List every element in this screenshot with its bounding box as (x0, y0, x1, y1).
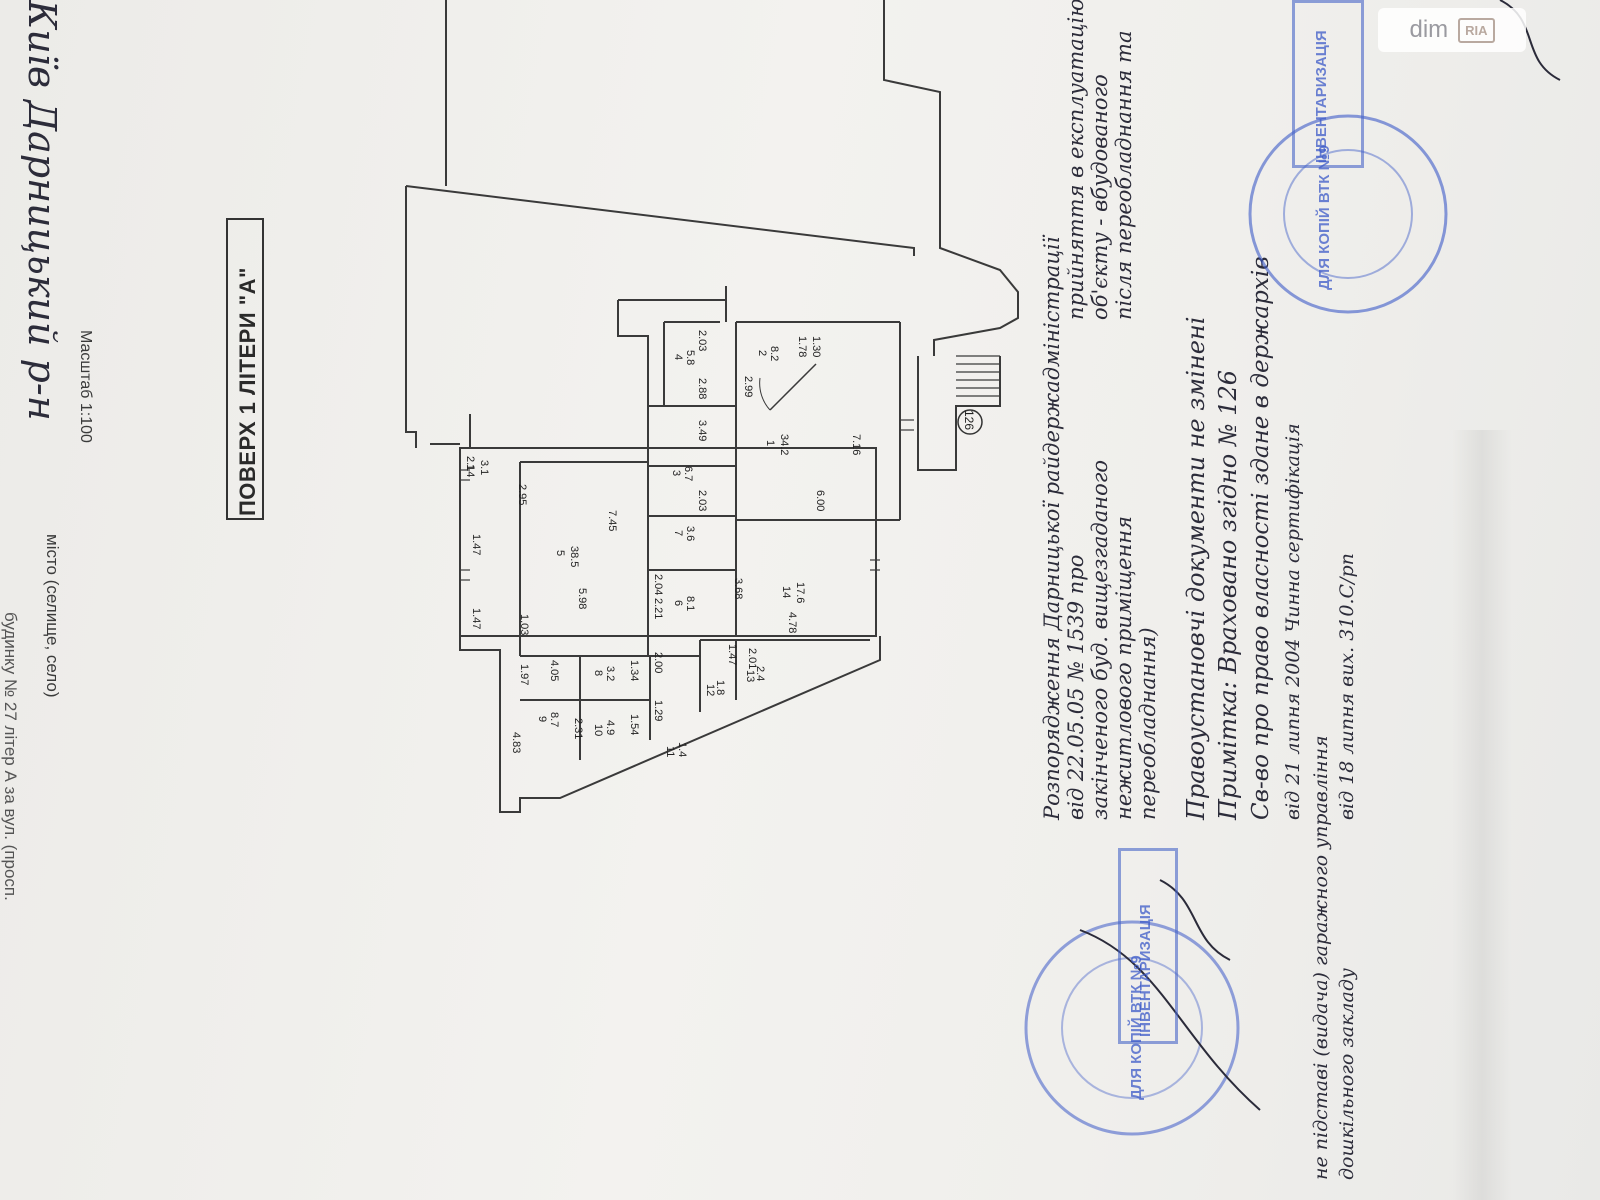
outline-right (883, 0, 1019, 356)
room-3-area: 6.7 (682, 466, 694, 482)
dim-label: 5.98 (576, 588, 588, 610)
watermark-badge: RIA (1458, 17, 1495, 43)
note-line: переобладнання) (1136, 627, 1160, 820)
room-14-num: 14 (780, 586, 792, 599)
room-2-num: 2 (756, 350, 768, 357)
dim-ria-watermark: dim RIA (1378, 8, 1526, 52)
dim-label: 2.03 (696, 330, 708, 352)
room-2-area: 8.2 (768, 346, 780, 362)
note-line: прийняття в експлуатацію (1064, 0, 1088, 320)
wall-main (459, 447, 877, 637)
room-6-num: 6 (672, 600, 684, 607)
dim-label: 7.45 (606, 510, 618, 532)
room-4-area: 5.8 (684, 350, 696, 366)
dim-label: 2.14 (464, 456, 476, 478)
dim-label: 1.30 (810, 336, 822, 358)
note-line: Св-во про право власності здане в держар… (1248, 256, 1274, 820)
dim-label: 1.47 (470, 608, 482, 630)
room-9-area: 8.7 (548, 712, 560, 728)
note-line: після переобладнання та (1112, 30, 1136, 320)
room-10-area: 4.9 (604, 720, 616, 736)
outline-top-left (405, 186, 417, 448)
note-line: нежитлового приміщення (1112, 515, 1136, 820)
dim-label: 2.21 (652, 598, 664, 620)
stamp-left-rect: ІНВЕНТАРИЗАЦІЯ (1118, 848, 1178, 1044)
outline-top (405, 185, 915, 256)
dim-label: 2.04 (652, 574, 664, 596)
room-1-num: 1 (764, 440, 776, 447)
dim-label: 2.00 (652, 652, 664, 674)
room-10-num: 10 (592, 724, 604, 737)
room-3-num: 3 (670, 470, 682, 477)
paper-fold (1452, 430, 1512, 1200)
dim-label: 2.88 (696, 378, 708, 400)
floor-title-box: ПОВЕРХ 1 ЛІТЕРИ "А" (226, 218, 264, 520)
dim-label: 1.29 (652, 700, 664, 722)
room-11-num: 11 (664, 746, 676, 758)
dim-label: 2.31 (572, 718, 584, 740)
note-line: дошкільного закладу (1336, 968, 1358, 1180)
note-line: Розпорядження Дарницької райдержадмініст… (1040, 236, 1064, 820)
room-8-area: 3.2 (604, 666, 616, 682)
note-line: Правоустановчі документи не змінені (1182, 316, 1210, 820)
dim-label: 1.47 (470, 534, 482, 556)
dim-label: 2.99 (742, 376, 754, 398)
room-8-num: 8 (592, 670, 604, 677)
dim-label: 2.95 (516, 484, 528, 506)
dim-label: 2.01 (746, 648, 758, 670)
stamp-right-circle-text: ДЛЯ КОПІЙ ВТК №9 (1316, 145, 1333, 290)
dim-label: 3.68 (732, 578, 744, 600)
wall-lower (459, 636, 881, 813)
dim-label: 1.78 (796, 336, 808, 358)
dim-label: 7.16 (850, 434, 862, 456)
note-line: від 18 липня вих. 310.С/рп (1336, 553, 1358, 820)
room-6-area: 8.1 (684, 596, 696, 612)
room-5-area: 38.5 (568, 546, 580, 568)
stair-marker: 126 (962, 410, 976, 431)
room-11-area: 1.4 (676, 742, 688, 758)
dim-label: 1.54 (628, 714, 640, 736)
watermark-text: dim (1409, 16, 1449, 43)
dim-label: 4.78 (786, 612, 798, 634)
stair-marker-circle (957, 409, 983, 435)
dim-label: 6.00 (814, 490, 826, 512)
room-7-area: 3.6 (684, 526, 696, 542)
note-line: закінченого буд. вищезгаданого (1088, 460, 1112, 820)
stamp-left-circle-text: ДЛЯ КОПІЙ ВТК №9 (1128, 955, 1145, 1100)
stamp-right-rect: ІНВЕНТАРИЗАЦІЯ (1292, 0, 1364, 168)
room-5-num: 5 (554, 550, 566, 557)
room-1-area: 34.2 (778, 434, 790, 456)
note-line: не підставі (видача) гаражного управлінн… (1310, 735, 1332, 1180)
note-line: об'єкту - вбудованого (1088, 74, 1112, 320)
room-14-area: 17.6 (794, 582, 806, 604)
room-4-num: 4 (672, 354, 684, 361)
dim-label: 1.47 (726, 644, 738, 666)
note-line: Примітка: Враховано згідно № 126 (1214, 369, 1242, 820)
room-1a-area: 3.1 (478, 460, 490, 476)
note-line: від 21 липня 2004 Чинна сертифікація (1282, 423, 1304, 820)
dim-label: 1.97 (518, 664, 530, 686)
note-line: від 22.05.05 № 1539 про (1064, 554, 1088, 820)
dim-label: 1.34 (628, 660, 640, 682)
dim-label: 3.49 (696, 420, 708, 442)
room-12-area: 1.8 (714, 680, 726, 696)
room-9-num: 9 (536, 716, 548, 723)
dim-label: 1.03 (518, 614, 530, 636)
dim-label: 4.05 (548, 660, 560, 682)
dim-label: 2.03 (696, 490, 708, 512)
room-7-num: 7 (672, 530, 684, 537)
dim-label: 4.83 (510, 732, 522, 754)
